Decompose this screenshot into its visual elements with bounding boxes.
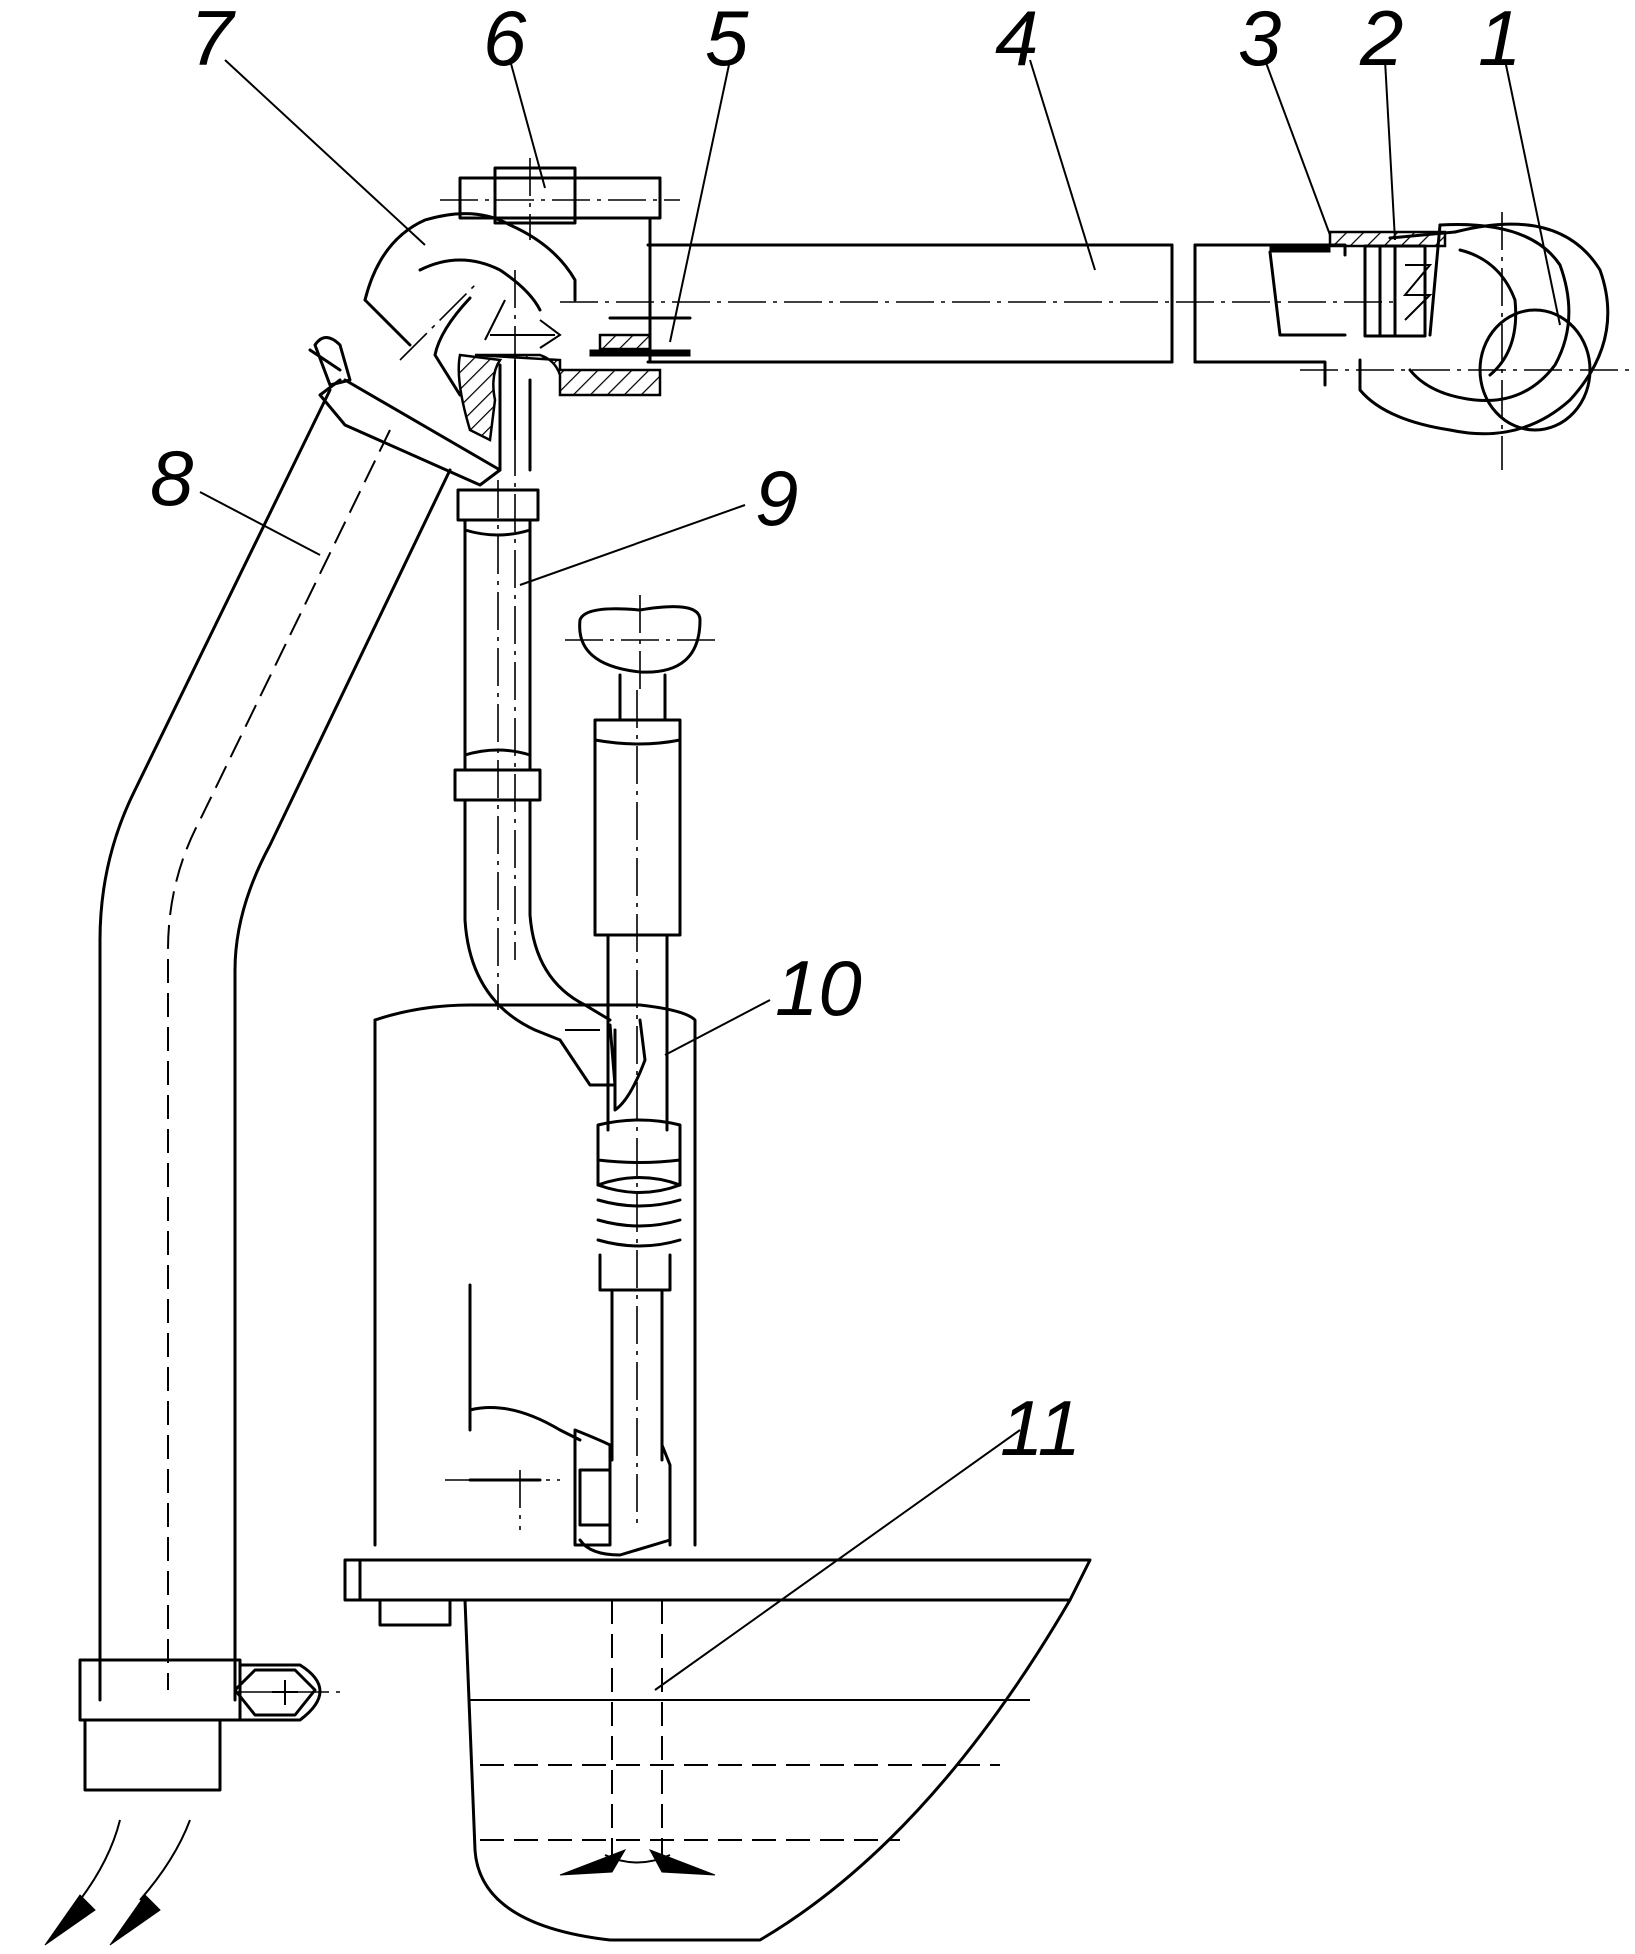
part-9-hose xyxy=(453,480,617,1087)
part-3-clamp-seal xyxy=(1269,230,1447,253)
callout-11: 11 xyxy=(1000,1384,1081,1472)
part-7-elbow xyxy=(363,212,577,397)
leader-9 xyxy=(519,504,746,586)
leader-4 xyxy=(1029,59,1096,271)
part-1-cap-housing xyxy=(1300,212,1630,470)
leader-3 xyxy=(1264,59,1331,236)
callout-5: 5 xyxy=(705,0,749,82)
callout-4: 4 xyxy=(995,0,1038,82)
leader-5 xyxy=(669,59,731,343)
leader-7 xyxy=(224,59,426,246)
part-6-bracket xyxy=(440,158,680,362)
part-4-horizontal-tube xyxy=(560,243,1400,387)
part-10-dipstick xyxy=(565,595,715,1530)
leader-2 xyxy=(1384,59,1396,241)
callout-1: 1 xyxy=(1478,0,1521,82)
callout-6: 6 xyxy=(483,0,527,82)
block-housing xyxy=(373,1003,697,1557)
callout-3: 3 xyxy=(1238,0,1281,82)
callout-9: 9 xyxy=(755,454,798,542)
callout-7: 7 xyxy=(190,0,236,82)
leader-1 xyxy=(1504,59,1561,326)
oil-pan xyxy=(343,1558,1092,1942)
leader-6 xyxy=(509,59,546,189)
part-5-gasket xyxy=(589,316,692,357)
leader-8 xyxy=(199,491,321,556)
callout-8: 8 xyxy=(150,434,193,522)
callout-labels: 1 2 3 4 5 6 7 8 9 10 11 xyxy=(150,0,1521,1472)
elbow-body xyxy=(457,270,662,960)
part-8-drain-pipe xyxy=(44,336,502,1946)
part-2-filter-element xyxy=(1363,244,1433,338)
callout-2: 2 xyxy=(1359,0,1403,82)
leader-10 xyxy=(664,999,771,1056)
leader-11 xyxy=(654,1429,1021,1691)
leader-lines xyxy=(199,59,1561,1691)
callout-10: 10 xyxy=(775,944,862,1032)
